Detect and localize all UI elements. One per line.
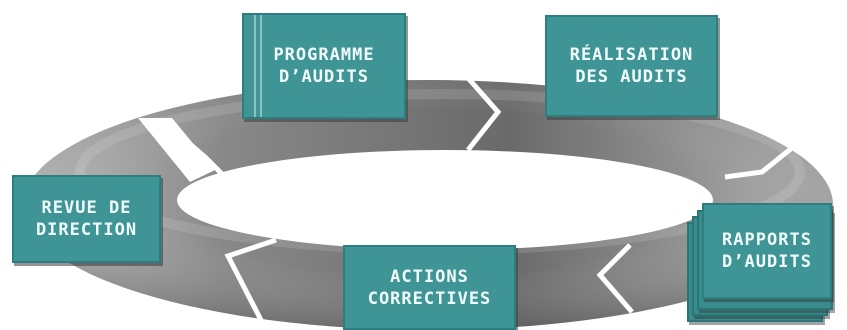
arrow-programme-to-realisation: [466, 76, 502, 152]
arrow-realisation-to-rapports: [724, 133, 810, 180]
cycle-arrows: [166, 76, 810, 324]
step-rapports-line1: RAPPORTS: [722, 230, 812, 250]
step-revue-line2: DIRECTION: [35, 220, 138, 240]
step-programme-audits: PROGRAMME D’AUDITS: [242, 13, 406, 119]
step-programme-line1: PROGRAMME: [273, 45, 375, 65]
arrow-actions-to-revue: [224, 237, 277, 324]
cycle-ring-hole: [177, 150, 713, 250]
programme-accent-line: [260, 15, 262, 117]
step-programme-line2: D’AUDITS: [279, 67, 369, 87]
step-rapports-audits: RAPPORTS D’AUDITS: [702, 203, 832, 299]
step-revue-direction: REVUE DE DIRECTION: [12, 175, 161, 263]
step-realisation-line2: DES AUDITS: [575, 67, 688, 87]
step-realisation-line1: RÉALISATION: [569, 45, 694, 65]
step-revue-line1: REVUE DE: [41, 198, 132, 218]
arrow-rapports-to-actions: [596, 243, 634, 314]
step-actions-line1: ACTIONS: [390, 266, 469, 287]
step-actions-correctives: ACTIONS CORRECTIVES: [343, 245, 516, 330]
step-rapports-line2: D’AUDITS: [722, 252, 812, 272]
step-actions-line2: CORRECTIVES: [367, 288, 492, 309]
ring-notch-left: [138, 118, 215, 182]
programme-accent-line: [254, 15, 256, 117]
step-realisation-audits: RÉALISATION DES AUDITS: [545, 15, 718, 117]
